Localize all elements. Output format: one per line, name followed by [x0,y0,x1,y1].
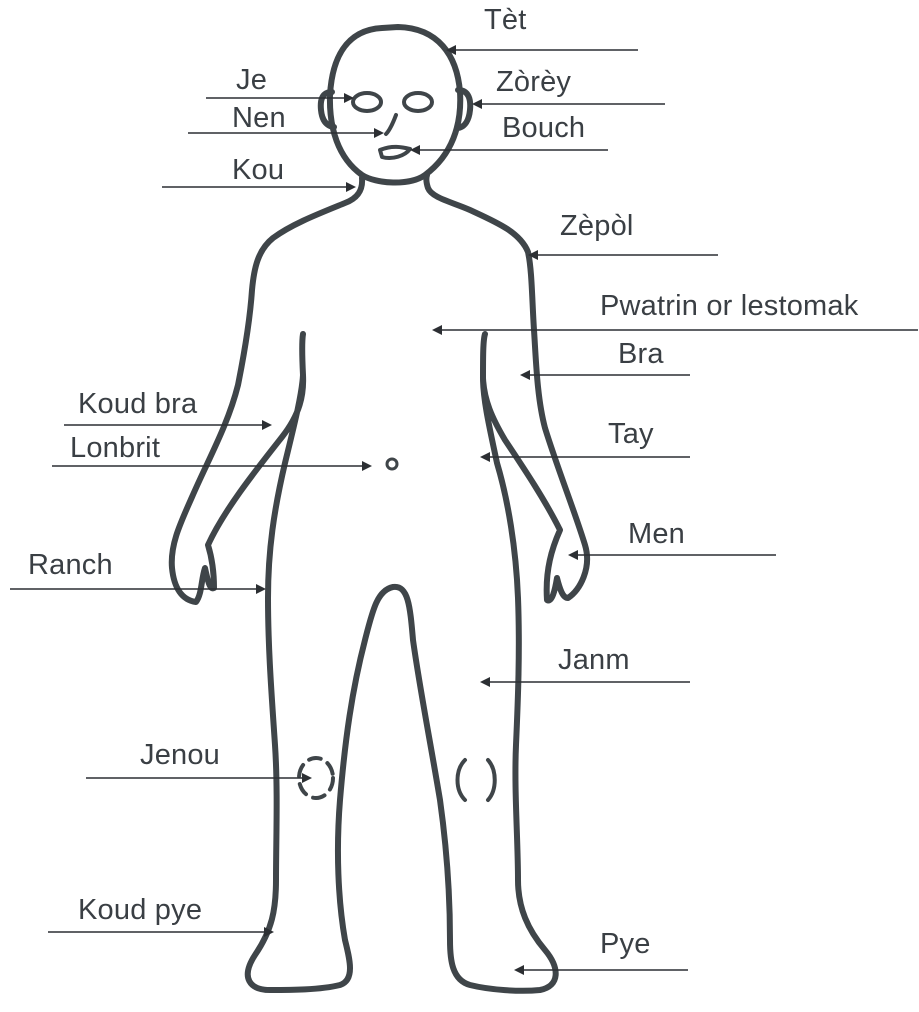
pointer-koud-bra-arrowhead [262,420,272,430]
label-zepol: Zèpòl [560,212,634,241]
pointer-kou-arrowhead [346,182,356,192]
pointer-nen-arrowhead [374,128,384,138]
label-jenou: Jenou [140,741,220,770]
pointer-jenou-arrowhead [302,773,312,783]
mouth [380,147,410,158]
label-lonbrit: Lonbrit [70,434,160,463]
label-kou: Kou [232,156,284,185]
label-je: Je [236,66,267,95]
label-pwatrin: Pwatrin or lestomak [600,292,858,321]
label-janm: Janm [558,646,630,675]
pointer-pye-arrowhead [514,965,524,975]
label-bra: Bra [618,340,664,369]
label-koud-bra: Koud bra [78,390,197,419]
pointer-zorey-arrowhead [472,99,482,109]
right-knee-right-arc [488,760,495,800]
pointer-bouch-arrowhead [410,145,420,155]
label-tay: Tay [608,420,654,449]
navel [387,459,397,469]
pointer-pwatrin-arrowhead [432,325,442,335]
label-ranch: Ranch [28,551,113,580]
body-outline-left [172,175,587,991]
left-eye [353,93,381,111]
pointer-men-arrowhead [568,550,578,560]
right-eye [404,93,432,111]
label-koud-pye: Koud pye [78,896,202,925]
pointer-bra-arrowhead [520,370,530,380]
label-zorey: Zòrèy [496,68,571,97]
label-nen: Nen [232,104,286,133]
label-tet: Tèt [484,6,527,35]
label-pye: Pye [600,930,651,959]
pointer-lines [10,45,918,975]
nose [386,115,396,134]
pointer-tay-arrowhead [480,452,490,462]
label-men: Men [628,520,685,549]
pointer-janm-arrowhead [480,677,490,687]
pointer-lonbrit-arrowhead [362,461,372,471]
pointer-ranch-arrowhead [256,584,266,594]
right-knee-left-arc [458,760,466,800]
label-bouch: Bouch [502,114,585,143]
